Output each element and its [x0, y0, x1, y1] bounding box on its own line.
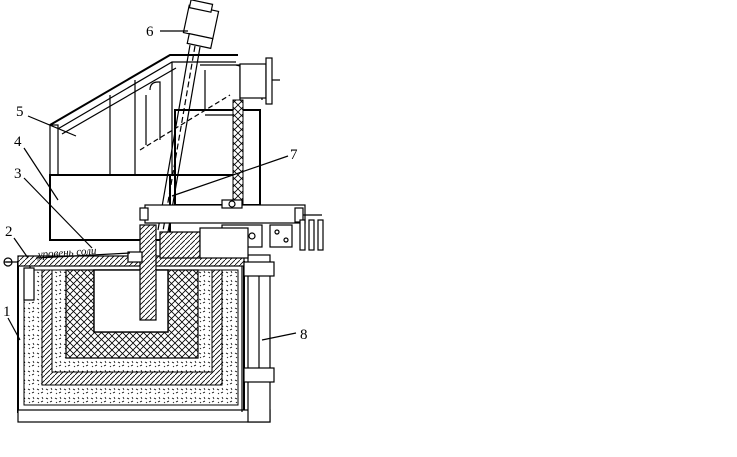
label-6: 6: [146, 24, 154, 40]
electrode-holder: [127, 199, 324, 321]
leader-lines: [7, 30, 297, 341]
label-2: 2: [5, 224, 13, 240]
label-4: 4: [14, 134, 22, 150]
inclined-electrode: [145, 0, 220, 233]
label-7: 7: [290, 147, 298, 163]
label-3: 3: [14, 166, 22, 182]
exhaust-hood: [49, 54, 280, 241]
label-8: 8: [300, 327, 308, 343]
label-5: 5: [16, 104, 24, 120]
label-1: 1: [3, 304, 11, 320]
